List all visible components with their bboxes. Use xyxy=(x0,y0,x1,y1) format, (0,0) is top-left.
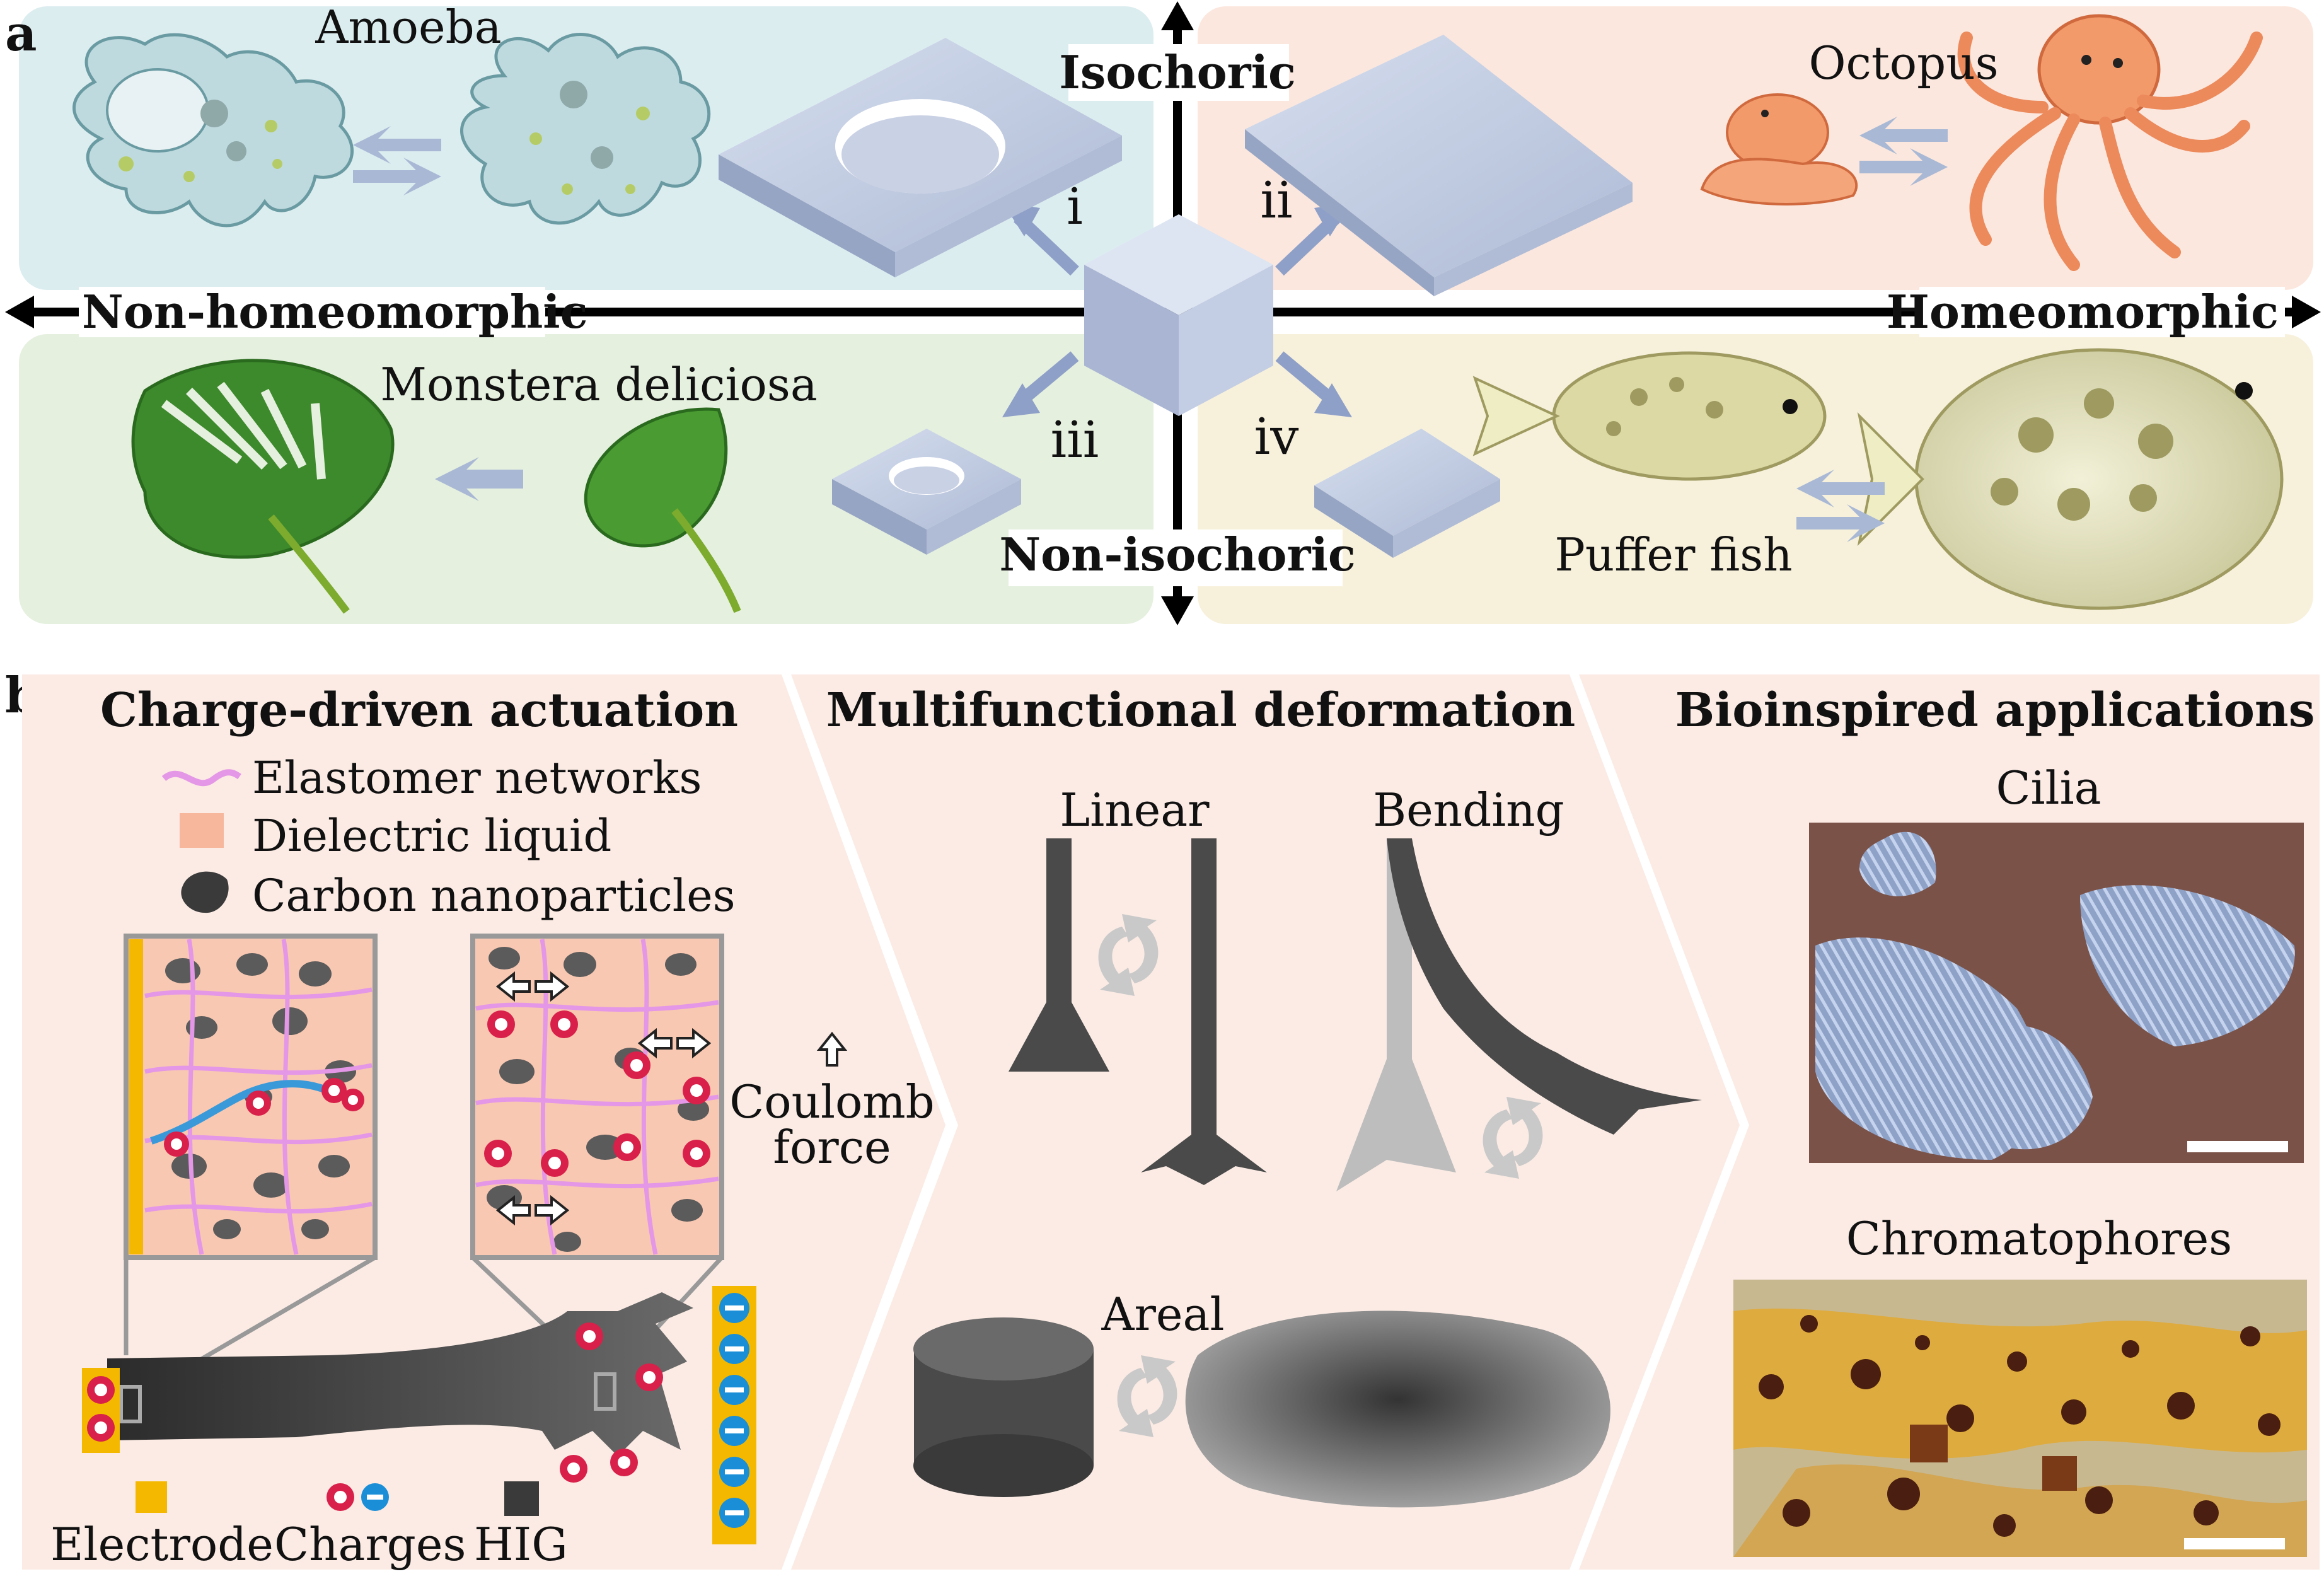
dielectric-liquid-icon xyxy=(180,813,224,848)
areal-expanded-film xyxy=(1185,1311,1610,1508)
coulomb-force-arrow-icon xyxy=(816,1031,848,1067)
panel-b: b Charge-driven actuation Multifunctiona… xyxy=(5,667,2320,1571)
puffer-fish-small-illustration xyxy=(1472,351,1827,481)
puffer-exchange-arrows-icon xyxy=(1796,470,1885,542)
cilia-scale-bar xyxy=(2187,1141,2288,1152)
puffer-fish-large-illustration xyxy=(1857,348,2284,610)
axis-label-non-isochoric: Non-isochoric xyxy=(999,528,1355,581)
monstera-small-leaf-illustration xyxy=(584,407,741,613)
label-monstera-deliciosa: Monstera deliciosa xyxy=(380,358,818,411)
bending-curved-fiber xyxy=(1387,838,1702,1135)
octopus-large-illustration xyxy=(1957,14,2263,271)
axis-arrow-down-icon xyxy=(1161,596,1194,625)
legend-hig: HIG xyxy=(474,1518,568,1571)
label-iv: iv xyxy=(1254,407,1299,466)
label-chromatophores: Chromatophores xyxy=(1846,1212,2233,1265)
legend-dielectric-liquid: Dielectric liquid xyxy=(252,810,611,862)
label-iii: iii xyxy=(1051,410,1099,469)
label-linear: Linear xyxy=(1060,784,1210,836)
linear-short-fiber xyxy=(1009,838,1109,1072)
axis-arrow-left-icon xyxy=(5,296,34,328)
areal-cylinder xyxy=(913,1317,1094,1497)
label-bending: Bending xyxy=(1373,784,1564,836)
slab-with-hole-large xyxy=(719,38,1122,277)
amoeba-illustration-right xyxy=(460,33,711,225)
legend-charges: Charges xyxy=(274,1518,466,1571)
monstera-large-leaf-illustration xyxy=(131,359,395,614)
legend-carbon-nanoparticles: Carbon nanoparticles xyxy=(252,870,736,922)
heading-multifunctional-deformation: Multifunctional deformation xyxy=(826,683,1576,738)
legend-elastomer-networks: Elastomer networks xyxy=(252,752,702,804)
carbon-nanoparticle-icon xyxy=(181,871,229,913)
slab-solid-small xyxy=(1314,429,1500,558)
label-coulomb: Coulomb xyxy=(729,1075,935,1128)
slab-solid-large xyxy=(1245,35,1633,296)
axis-label-non-homeomorphic: Non-homeomorphic xyxy=(82,285,587,339)
chromatophores-scale-bar xyxy=(2184,1538,2285,1549)
inset-electrode-interface xyxy=(124,934,378,1260)
octopus-exchange-arrows-icon xyxy=(1859,117,1948,186)
label-force: force xyxy=(773,1121,891,1174)
axis-arrow-up-icon xyxy=(1161,1,1194,30)
label-amoeba: Amoeba xyxy=(315,1,501,54)
axis-label-isochoric: Isochoric xyxy=(1059,45,1296,99)
bending-exchange-arrows-icon xyxy=(1483,1097,1543,1179)
bending-ghost-fiber xyxy=(1336,838,1456,1191)
axis-arrow-right-icon xyxy=(2292,296,2321,328)
charges-swatch-icon xyxy=(327,1483,389,1511)
legend-electrode: Electrode xyxy=(50,1518,274,1571)
zoom-box-left xyxy=(119,1385,142,1423)
left-electrode-charges xyxy=(87,1376,115,1442)
zoom-box-right xyxy=(594,1372,616,1411)
hig-actuator-body xyxy=(107,1292,693,1456)
amoeba-exchange-arrows-icon xyxy=(353,126,441,195)
electrode-swatch-icon xyxy=(136,1481,167,1513)
label-areal: Areal xyxy=(1101,1288,1225,1341)
panel-a: Isochoric Non-isochoric Non-homeomorphic… xyxy=(5,1,2321,625)
heading-bioinspired-applications: Bioinspired applications xyxy=(1675,683,2315,738)
chromatophores-micrograph xyxy=(1733,1280,2307,1557)
amoeba-illustration-left xyxy=(72,33,354,228)
label-octopus: Octopus xyxy=(1808,37,1998,90)
panel-a-letter: a xyxy=(5,5,37,62)
central-cube xyxy=(1084,214,1273,416)
cilia-micrograph xyxy=(1809,823,2304,1163)
axis-label-homeomorphic: Homeomorphic xyxy=(1887,285,2279,339)
tip-positive-charges xyxy=(560,1322,663,1483)
octopus-small-illustration xyxy=(1700,93,1858,205)
hig-swatch-icon xyxy=(504,1481,539,1516)
monstera-arrow-icon xyxy=(435,457,523,501)
linear-long-fiber xyxy=(1141,838,1267,1185)
slab-with-hole-small xyxy=(832,429,1021,555)
linear-exchange-arrows-icon xyxy=(1098,914,1159,996)
elastomer-network-icon xyxy=(161,769,241,787)
areal-exchange-arrows-icon xyxy=(1117,1355,1177,1437)
inset-coulomb-interaction xyxy=(470,934,724,1260)
heading-charge-driven-actuation: Charge-driven actuation xyxy=(100,683,738,738)
label-puffer-fish: Puffer fish xyxy=(1554,528,1792,581)
label-cilia: Cilia xyxy=(1996,761,2101,814)
